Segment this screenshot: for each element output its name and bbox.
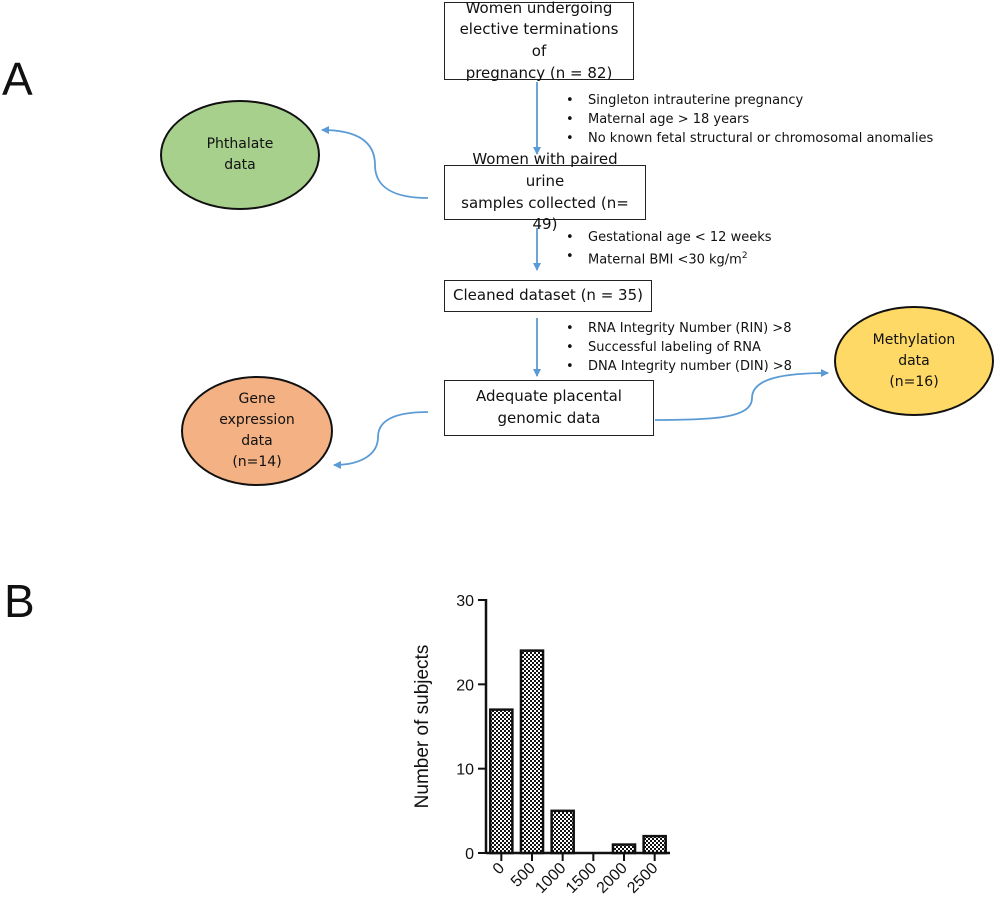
y-axis-title: Number of subjects: [412, 645, 433, 809]
histogram-bar: [519, 649, 545, 855]
x-tick-label: 1500: [563, 860, 600, 897]
y-tick-label: 30: [456, 593, 474, 610]
x-tick-label: 0: [490, 860, 508, 878]
gene-expression-data-ellipse: Gene expression data (n=14): [181, 376, 333, 486]
box1-line: Women undergoing: [465, 0, 613, 17]
histogram-bar: [489, 708, 514, 855]
y-tick-label: 10: [456, 762, 474, 779]
ellipse-line: data: [898, 352, 930, 369]
y-tick-label: 0: [465, 846, 474, 863]
box-adequate-genomic-data: Adequate placental genomic data: [444, 380, 654, 436]
x-tick-label: 1000: [532, 860, 569, 897]
criteria-item: Maternal age > 18 years: [560, 110, 933, 129]
box-women-undergoing-terminations: Women undergoing elective terminations o…: [444, 0, 634, 82]
ellipse-line: data: [241, 433, 273, 449]
box1-line: elective terminations of: [459, 20, 619, 60]
box2-line: samples collected (n= 49): [461, 193, 629, 234]
ellipse-line: Phthalate: [206, 136, 274, 152]
box-cleaned-dataset: Cleaned dataset (n = 35): [444, 280, 652, 312]
criteria-list-1: Singleton intrauterine pregnancy Materna…: [560, 91, 933, 148]
box3-line: Cleaned dataset (n = 35): [453, 286, 643, 305]
criteria-item-text: Maternal BMI <30 kg/m: [588, 252, 742, 268]
ellipse-line: data: [224, 157, 256, 173]
x-tick-label: 2000: [594, 860, 631, 897]
panel-b-label: B: [4, 575, 35, 627]
arrow-to-methylation: [654, 369, 829, 421]
ellipse-line: Gene: [238, 391, 276, 407]
x-tick-label: 2500: [624, 860, 661, 897]
arrow-to-gene-expression: [333, 411, 429, 469]
criteria-item: Successful labeling of RNA: [560, 338, 792, 357]
ellipse-line: Methylation: [872, 331, 956, 348]
phthalate-data-ellipse: Phthalate data: [160, 100, 320, 210]
superscript: 2: [741, 251, 748, 261]
histogram-bar: [550, 809, 575, 855]
methylation-data-ellipse: Methylation data (n=16): [834, 306, 994, 416]
arrow-to-phthalate: [321, 126, 429, 199]
box4-line: Adequate placental: [476, 387, 622, 406]
ellipse-line: (n=14): [232, 454, 282, 470]
histogram-bar: [642, 834, 667, 855]
panel-a-label: A: [2, 53, 33, 105]
criteria-list-2: Gestational age < 12 weeks Maternal BMI …: [560, 228, 772, 269]
criteria-item: RNA Integrity Number (RIN) >8: [560, 319, 792, 338]
criteria-item: DNA Integrity number (DIN) >8: [560, 357, 792, 376]
box-paired-urine-samples: Women with paired urine samples collecte…: [444, 150, 646, 233]
criteria-item: Singleton intrauterine pregnancy: [560, 91, 933, 110]
ellipse-line: expression: [219, 412, 295, 428]
criteria-item: No known fetal structural or chromosomal…: [560, 129, 933, 148]
box1-line: pregnancy (n = 82): [465, 63, 613, 82]
criteria-item: Maternal BMI <30 kg/m2: [560, 247, 772, 269]
histogram-bar: [611, 843, 637, 855]
y-tick-label: 20: [456, 677, 474, 694]
criteria-list-3: RNA Integrity Number (RIN) >8 Successful…: [560, 319, 792, 376]
box2-line: Women with paired urine: [472, 150, 618, 190]
box4-line: genomic data: [497, 409, 601, 427]
criteria-item: Gestational age < 12 weeks: [560, 228, 772, 247]
ellipse-line: (n=16): [889, 373, 939, 390]
